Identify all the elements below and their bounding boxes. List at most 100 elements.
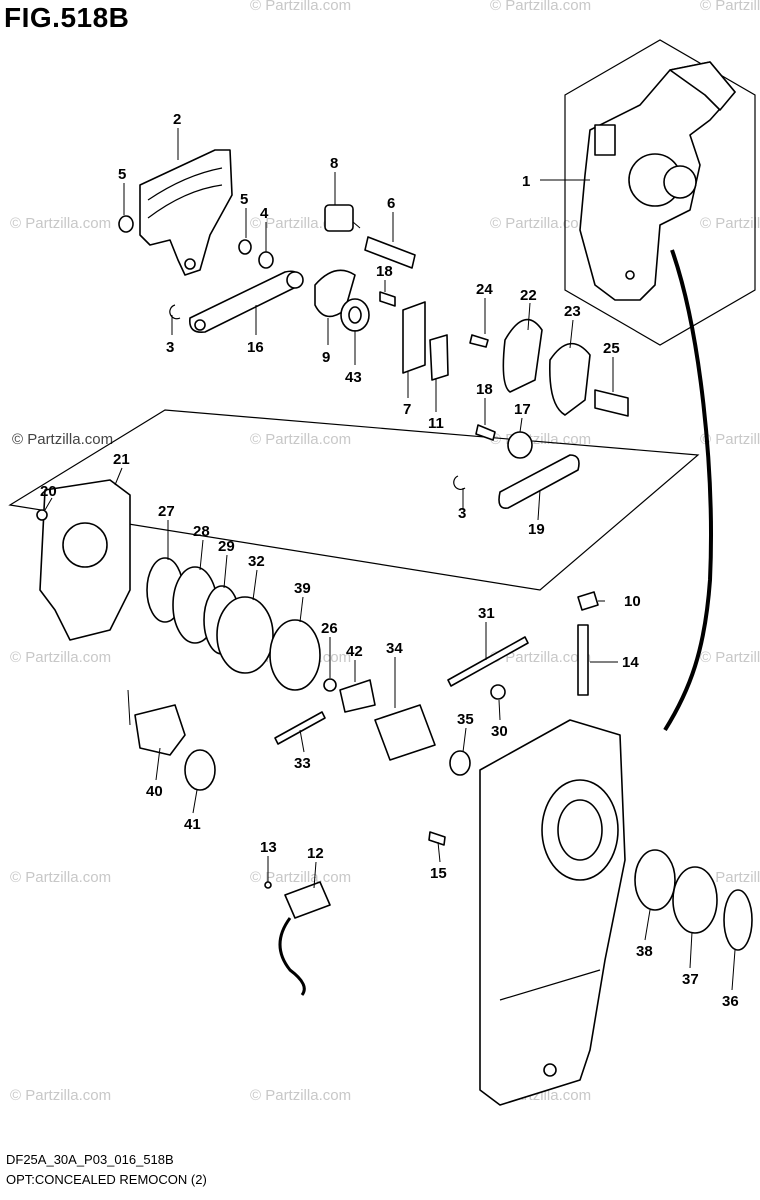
leader-lines (44, 128, 736, 991)
part-5-washer (118, 215, 134, 233)
part-37-washer (672, 866, 718, 934)
part-20-screw (36, 509, 48, 521)
watermark-layer: © Partzilla.com © Partzilla.com © Partzi… (10, 0, 760, 1104)
callout-38: 38 (636, 943, 653, 960)
callout-labels: 1 2 5 5 4 8 6 3 16 9 43 18 7 11 24 22 23… (40, 111, 739, 1010)
part-23-plate (548, 342, 591, 416)
callout-30: 30 (491, 723, 508, 740)
part-12-wire (278, 917, 306, 996)
callout-15: 15 (430, 865, 447, 882)
part-25-spring (594, 389, 629, 417)
part-3-clip (453, 475, 466, 491)
part-15-screw (428, 831, 446, 846)
figure-title: FIG.518B (4, 2, 130, 33)
callout-17: 17 (514, 401, 531, 418)
callout-18: 18 (476, 381, 493, 398)
callout-3: 3 (166, 339, 174, 356)
part-30-ball (490, 684, 506, 700)
watermark: © Partzilla.com (700, 0, 760, 14)
callout-34: 34 (386, 640, 403, 657)
part-main-housing (479, 719, 626, 1106)
part-26-bolt (323, 678, 337, 692)
watermark: © Partzilla.com (10, 869, 111, 886)
part-32-cam (216, 596, 274, 674)
part-31-rod (447, 636, 529, 687)
callout-26: 26 (321, 620, 338, 637)
part-41-bushing (184, 749, 216, 791)
part-10-nut (577, 591, 599, 611)
watermark: © Partzilla.com (700, 215, 760, 232)
callout-33: 33 (294, 755, 311, 772)
watermark: © Partzilla.com (700, 431, 760, 448)
callout-27: 27 (158, 503, 175, 520)
part-40-bracket (134, 704, 186, 756)
part-11-plate (429, 334, 449, 381)
watermark: © Partzilla.com (700, 649, 760, 666)
part-6-shaft (364, 236, 416, 269)
part-39-washer (269, 619, 321, 691)
part-33-pin (274, 711, 326, 745)
part-16-lever-link (188, 270, 304, 334)
callout-25: 25 (603, 340, 620, 357)
watermark: © Partzilla.com (250, 431, 351, 448)
callout-43: 43 (345, 369, 362, 386)
part-18-bolt (475, 424, 496, 441)
watermark: © Partzilla.com (250, 0, 351, 14)
connector-curve (663, 249, 713, 732)
callout-18: 18 (376, 263, 393, 280)
watermark: © Partzilla.com (10, 649, 111, 666)
part-35-collar (449, 750, 471, 776)
callout-31: 31 (478, 605, 495, 622)
part-12-sensor (284, 881, 331, 919)
part-1-remote-control-lever (579, 61, 736, 301)
part-42-shaft (339, 679, 376, 713)
callout-4: 4 (260, 205, 269, 222)
watermark: © Partzilla.com (490, 431, 591, 448)
part-36-snap-ring (723, 889, 753, 951)
callout-37: 37 (682, 971, 699, 988)
callout-41: 41 (184, 816, 201, 833)
part-22-plate (502, 318, 543, 393)
part-24-screw (469, 334, 489, 348)
callout-7: 7 (403, 401, 411, 418)
watermark: © Partzilla.com (10, 1087, 111, 1104)
callout-1: 1 (522, 173, 530, 190)
part-2-bracket (139, 149, 233, 276)
callout-36: 36 (722, 993, 739, 1010)
watermark: © Partzilla.com (490, 649, 591, 666)
watermark: © Partzilla.com (490, 215, 591, 232)
callout-10: 10 (624, 593, 641, 610)
callout-21: 21 (113, 451, 130, 468)
callout-8: 8 (330, 155, 338, 172)
figure-caption: OPT:CONCEALED REMOCON (2) (6, 1172, 207, 1187)
callout-19: 19 (528, 521, 545, 538)
watermark: © Partzilla.com (10, 215, 111, 232)
part-7-plate (402, 301, 426, 374)
callout-24: 24 (476, 281, 493, 298)
part-5-washer (238, 239, 252, 255)
callout-5: 5 (118, 166, 126, 183)
callout-39: 39 (294, 580, 311, 597)
part-19-link (498, 454, 580, 509)
part-34-gear (374, 704, 436, 761)
callout-3: 3 (458, 505, 466, 522)
watermark: © Partzilla.com (250, 1087, 351, 1104)
callout-16: 16 (247, 339, 264, 356)
callout-40: 40 (146, 783, 163, 800)
figure-code: DF25A_30A_P03_016_518B (6, 1152, 174, 1167)
callout-29: 29 (218, 538, 235, 555)
callout-6: 6 (387, 195, 395, 212)
watermark: © Partzilla.com (12, 431, 113, 448)
part-3-clip (169, 304, 181, 320)
callout-12: 12 (307, 845, 324, 862)
part-17-washer (507, 431, 533, 459)
watermark: © Partzilla.com (700, 869, 760, 886)
lever-assembly-box (564, 39, 756, 346)
callout-2: 2 (173, 111, 181, 128)
callout-20: 20 (40, 483, 57, 500)
callout-9: 9 (322, 349, 330, 366)
callout-22: 22 (520, 287, 537, 304)
shift-assembly-box (8, 409, 700, 591)
